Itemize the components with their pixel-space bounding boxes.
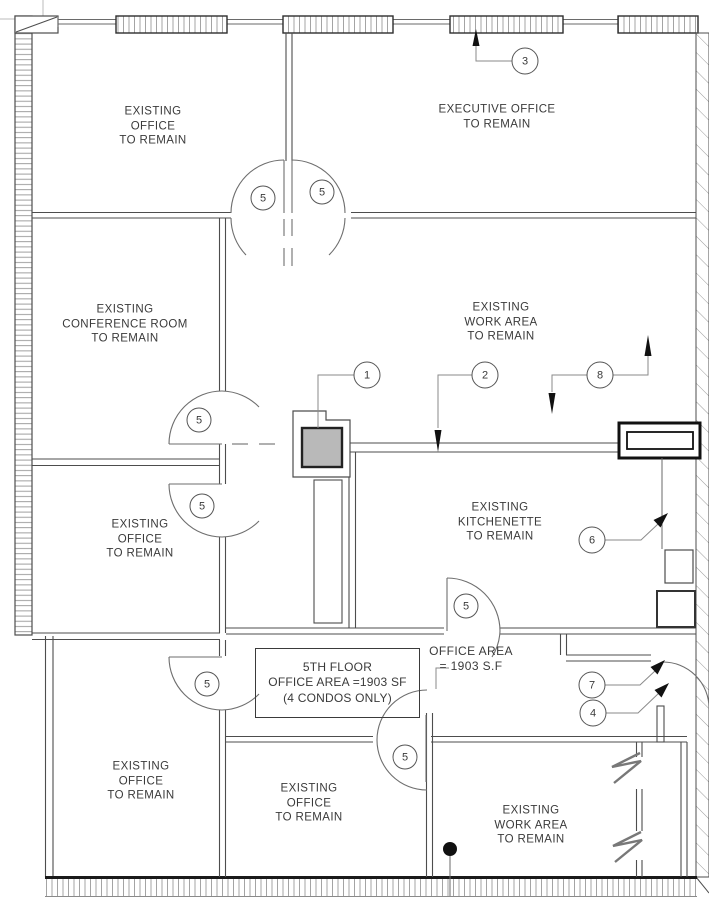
callout-3: 3 bbox=[511, 47, 539, 75]
door-callout-5: 5 bbox=[189, 493, 215, 519]
callout-8: 8 bbox=[586, 361, 614, 389]
floor-note-line2: OFFICE AREA =1903 SF bbox=[268, 675, 407, 690]
door-callout-5: 5 bbox=[194, 671, 220, 697]
callout-2: 2 bbox=[471, 361, 499, 389]
arrow-down-icon bbox=[548, 393, 556, 414]
lower-left-wall bbox=[44, 636, 54, 877]
door-callout-5: 5 bbox=[453, 593, 479, 619]
fixtures bbox=[292, 410, 702, 896]
arrow-ne-icon bbox=[654, 683, 669, 698]
window-wall-segments bbox=[115, 15, 699, 34]
arrow-down-icon bbox=[434, 430, 442, 452]
bifold-door-lower bbox=[612, 830, 643, 863]
column-marker-dot bbox=[443, 842, 457, 856]
kitchen-fixture-lower bbox=[656, 590, 696, 628]
arrow-up-icon bbox=[472, 29, 480, 46]
office-area-note: OFFICE AREA = 1903 S.F bbox=[429, 644, 513, 673]
callout-1: 1 bbox=[353, 361, 381, 389]
callout-7: 7 bbox=[578, 671, 606, 699]
floor-note-box: 5TH FLOOR OFFICE AREA =1903 SF (4 CONDOS… bbox=[255, 648, 420, 718]
interior-walls bbox=[32, 33, 696, 877]
kitchen-fixture-upper bbox=[664, 549, 694, 584]
room-label-office-bottom-left: EXISTING OFFICE TO REMAIN bbox=[107, 760, 175, 802]
arrow-ne-icon bbox=[653, 513, 668, 528]
room-label-work-area-bottom-right: EXISTING WORK AREA TO REMAIN bbox=[494, 804, 568, 846]
floor-note-line3: (4 CONDOS ONLY) bbox=[283, 690, 392, 705]
reference-ticks bbox=[0, 0, 44, 20]
room-label-work-area-upper: EXISTING WORK AREA TO REMAIN bbox=[464, 301, 538, 343]
callout-6: 6 bbox=[578, 526, 606, 554]
corridor-counter bbox=[313, 479, 343, 624]
bifold-door-upper bbox=[611, 751, 642, 784]
room-label-executive-office: EXECUTIVE OFFICE TO REMAIN bbox=[438, 103, 556, 131]
callout-leaders bbox=[317, 29, 669, 714]
door-callout-5: 5 bbox=[392, 744, 418, 770]
door-swings bbox=[168, 159, 709, 791]
wall-opening-inner bbox=[626, 431, 694, 450]
column bbox=[300, 426, 344, 469]
room-label-office-bottom-middle: EXISTING OFFICE TO REMAIN bbox=[275, 782, 343, 824]
room-label-office-mid-left: EXISTING OFFICE TO REMAIN bbox=[106, 518, 174, 560]
arrow-ne-icon bbox=[650, 660, 665, 675]
door-callout-5: 5 bbox=[309, 179, 335, 205]
left-exterior-wall bbox=[14, 15, 33, 636]
floor-note-line1: 5TH FLOOR bbox=[302, 659, 373, 674]
room-label-office-top-left: EXISTING OFFICE TO REMAIN bbox=[119, 105, 187, 147]
door-callout-5: 5 bbox=[186, 407, 212, 433]
callout-4: 4 bbox=[579, 699, 607, 727]
door-callout-5: 5 bbox=[250, 185, 276, 211]
arrow-up-icon bbox=[644, 335, 652, 356]
room-label-kitchenette: EXISTING KITCHENETTE TO REMAIN bbox=[457, 501, 543, 543]
room-label-conference-room: EXISTING CONFERENCE ROOM TO REMAIN bbox=[62, 303, 188, 345]
bottom-exterior-wall bbox=[45, 876, 697, 897]
